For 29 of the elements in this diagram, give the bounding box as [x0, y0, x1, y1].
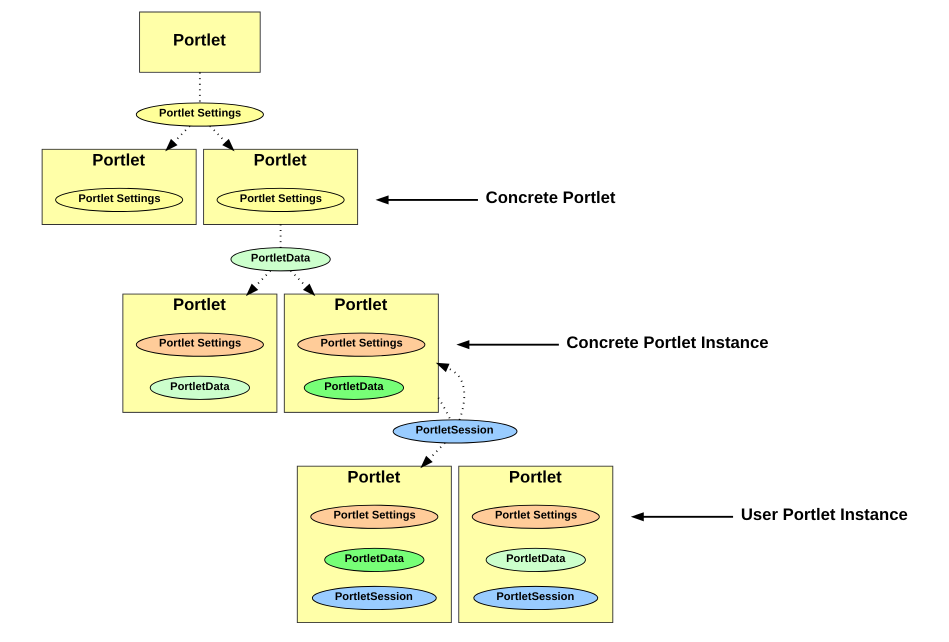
node-ellipse: Portlet Settings	[471, 504, 600, 529]
node-ellipse: PortletSession	[472, 586, 598, 610]
node-ellipse: PortletSession	[311, 586, 436, 610]
arrow	[375, 195, 478, 204]
arrow	[630, 512, 733, 522]
node-ellipse: Portlet Settings	[216, 188, 344, 212]
connector	[437, 397, 451, 420]
node-text: Concrete Portlet	[485, 188, 615, 208]
arrow	[290, 270, 315, 296]
node-ellipse: PortletData	[485, 548, 586, 572]
node-ellipse: PortletSession	[392, 419, 517, 444]
node-text: Concrete Portlet Instance	[566, 332, 768, 352]
arrow	[420, 442, 445, 468]
arrow	[456, 340, 558, 350]
node-ellipse: PortletData	[324, 548, 424, 572]
arrow	[435, 362, 465, 420]
node-ellipse: Portlet Settings	[296, 332, 425, 357]
node-ellipse: Portlet Settings	[135, 102, 264, 127]
arrow	[164, 125, 190, 152]
arrow	[245, 270, 271, 296]
node-ellipse: Portlet Settings	[310, 504, 438, 529]
node-ellipse: Portlet Settings	[135, 332, 264, 357]
node-ellipse: PortletData	[149, 376, 250, 400]
node-ellipse: Portlet Settings	[54, 188, 183, 212]
arrow	[208, 125, 234, 152]
node-box: Portlet	[138, 12, 260, 73]
node-text: User Portlet Instance	[740, 504, 908, 524]
node-ellipse: PortletData	[303, 376, 404, 400]
node-ellipse: PortletData	[230, 247, 330, 272]
